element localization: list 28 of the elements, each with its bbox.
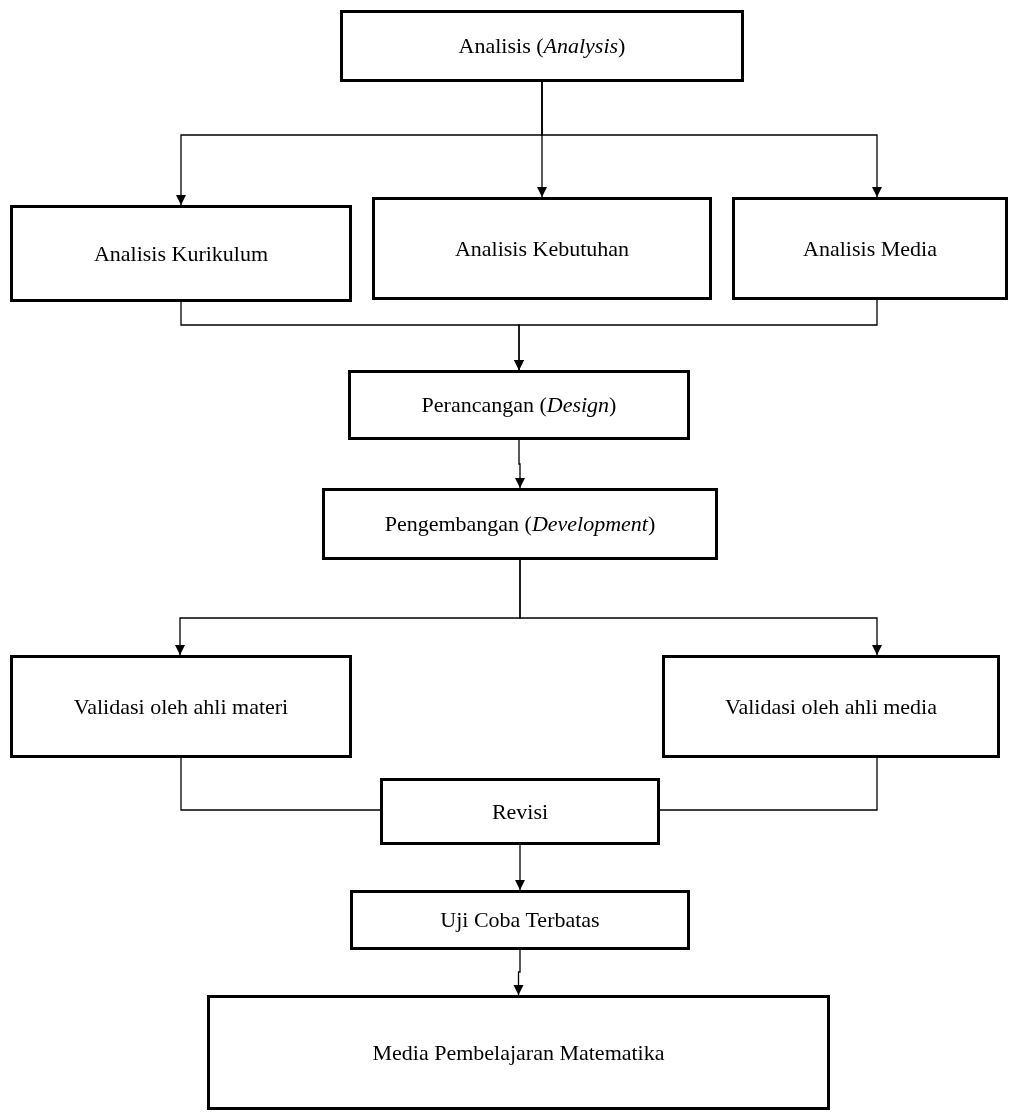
box-label: Validasi oleh ahli media <box>725 692 937 721</box>
box-label: Revisi <box>491 797 549 826</box>
process-box <box>732 197 1008 300</box>
box-label: Perancangan (Design) <box>421 391 617 419</box>
process-box <box>662 655 1000 758</box>
connector-arrow <box>513 949 524 996</box>
box-label: Pengembangan (Development) <box>384 510 656 538</box>
process-box <box>350 890 690 950</box>
box-label: Analisis Kebutuhan <box>454 234 630 263</box>
box-label: Analisis (Analysis) <box>458 32 626 60</box>
connector-arrow <box>541 81 882 198</box>
connector-arrow <box>519 559 882 656</box>
box-label: Uji Coba Terbatas <box>440 906 600 934</box>
process-box <box>10 205 352 302</box>
connector-arrow <box>514 299 878 371</box>
process-box <box>322 488 718 560</box>
process-box <box>372 197 712 300</box>
box-label: Analisis Kurikulum <box>93 239 269 268</box>
process-box <box>10 655 352 758</box>
connector-arrow <box>515 439 525 489</box>
box-label: Media Pembelajaran Matematika <box>372 1038 665 1067</box>
box-label: Validasi oleh ahli materi <box>73 692 289 721</box>
process-box <box>348 370 690 440</box>
process-box <box>207 995 830 1110</box>
box-label: Analisis Media <box>803 234 937 263</box>
connector-arrow <box>515 844 525 891</box>
process-box <box>340 10 744 82</box>
process-box <box>380 778 660 845</box>
